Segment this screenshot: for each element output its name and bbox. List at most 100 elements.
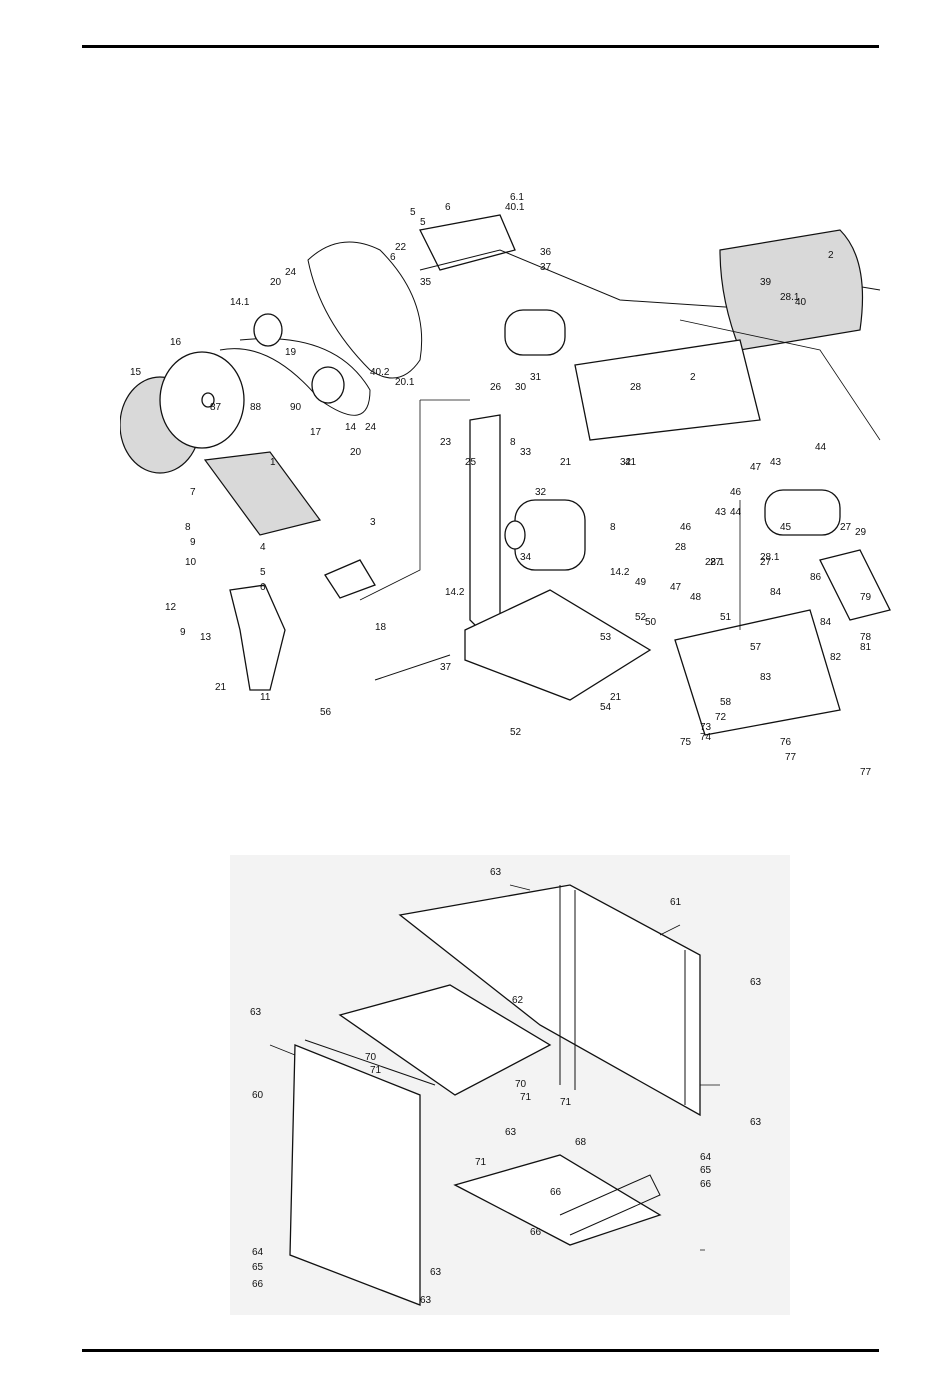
stand-part-callout: 64 [252, 1247, 264, 1258]
part-callout: 75 [680, 737, 692, 748]
part-callout: 3 [370, 517, 376, 528]
part-callout: 74 [700, 732, 712, 743]
part-callout: 37 [440, 662, 452, 673]
part-callout: 36 [540, 247, 552, 258]
stand-part-callout: 68 [575, 1137, 587, 1148]
part-callout: 49 [635, 577, 647, 588]
part-callout: 46 [680, 522, 692, 533]
part-callout: 46 [730, 487, 742, 498]
stand-part-callout: 70 [515, 1079, 527, 1090]
part-callout: 12 [165, 602, 177, 613]
part-callout: 14.2 [445, 587, 465, 598]
part-callout: 56 [320, 707, 332, 718]
part-callout: 84 [770, 587, 782, 598]
stand-part-callout: 65 [252, 1262, 264, 1273]
part-callout: 81 [860, 642, 872, 653]
part-callout: 58 [720, 697, 732, 708]
part-callout: 30 [515, 382, 527, 393]
part-callout: 8 [510, 437, 516, 448]
part-callout: 24 [365, 422, 377, 433]
part-callout: 10 [185, 557, 197, 568]
part-callout: 15 [130, 367, 142, 378]
part-callout: 40.1 [505, 202, 525, 213]
part-callout: 44 [730, 507, 742, 518]
part-callout: 47 [670, 582, 682, 593]
part-callout: 57 [750, 642, 762, 653]
stand-part-callout: 63 [430, 1267, 442, 1278]
part-callout: 44 [815, 442, 827, 453]
stand-part-callout: 66 [530, 1227, 542, 1238]
part-callout: 52 [510, 727, 522, 738]
part-callout: 20 [350, 447, 362, 458]
stand-part-callout: 70 [365, 1052, 377, 1063]
stand-part-callout: 65 [700, 1165, 712, 1176]
top-shelf [338, 984, 552, 1096]
support-table [674, 609, 841, 736]
part-callout: 78 [860, 632, 872, 643]
stand-part-callout: 66 [550, 1187, 562, 1198]
front-panel [289, 1044, 421, 1306]
part-callout: 23 [440, 437, 452, 448]
stand-part-callout: 71 [370, 1065, 382, 1076]
part-callout: 28 [630, 382, 642, 393]
stand-part-callout: 71 [560, 1097, 572, 1108]
base [464, 589, 652, 701]
footer-rule [82, 1349, 879, 1352]
part-callout: 5 [410, 207, 416, 218]
drive-motor [504, 309, 566, 356]
part-callout: 26 [490, 382, 502, 393]
part-callout: 4 [260, 542, 266, 553]
part-callout: 5 [260, 567, 266, 578]
stand-part-callout: 71 [520, 1092, 532, 1103]
part-callout: 73 [700, 722, 712, 733]
part-callout: 53 [600, 632, 612, 643]
part-callout: 37 [540, 262, 552, 273]
part-callout: 18 [375, 622, 387, 633]
part-callout: 27 [840, 522, 852, 533]
part-callout: 5 [420, 217, 426, 228]
part-callout: 45 [780, 522, 792, 533]
drum [764, 489, 841, 536]
part-callout: 28.1 [760, 552, 780, 563]
part-callout: 77 [860, 767, 872, 778]
part-callout: 79 [860, 592, 872, 603]
part-callout: 77 [785, 752, 797, 763]
part-callout: 48 [690, 592, 702, 603]
stand-part-callout: 71 [475, 1157, 487, 1168]
part-callout: 86 [810, 572, 822, 583]
part-callout: 21 [215, 682, 227, 693]
part-callout: 47 [750, 462, 762, 473]
stand-part-callout: 63 [250, 1007, 262, 1018]
part-callout: 6 [390, 252, 396, 263]
bracket [229, 584, 286, 691]
stand-part-callout: 64 [700, 1152, 712, 1163]
part-callout: 40.2 [370, 367, 390, 378]
part-callout: 6 [260, 582, 266, 593]
part-callout: 28.1 [705, 557, 725, 568]
part-callout: 8 [610, 522, 616, 533]
stand-part-callout: 62 [512, 995, 524, 1006]
miter-gauge [324, 559, 376, 599]
part-callout: 51 [720, 612, 732, 623]
pulley-lower [311, 366, 345, 404]
part-callout: 2 [690, 372, 696, 383]
header-rule [82, 45, 879, 48]
part-callout: 14.2 [610, 567, 630, 578]
part-callout: 41 [625, 457, 637, 468]
stand-part-callout: 63 [420, 1295, 432, 1306]
part-callout: 19 [285, 347, 297, 358]
pulley-upper [253, 313, 283, 347]
stand-part-callout: 61 [670, 897, 682, 908]
part-callout: 40 [795, 297, 807, 308]
stand-part-callout: 63 [505, 1127, 517, 1138]
part-callout: 6 [445, 202, 451, 213]
part-callout: 1 [270, 457, 276, 468]
bottom-brace [453, 1154, 662, 1246]
part-callout: 13 [200, 632, 212, 643]
drive-belt [219, 338, 371, 416]
stand-part-callout: 63 [750, 1117, 762, 1128]
part-callout: 9 [190, 537, 196, 548]
part-callout: 43 [715, 507, 727, 518]
part-callout: 21 [560, 457, 572, 468]
